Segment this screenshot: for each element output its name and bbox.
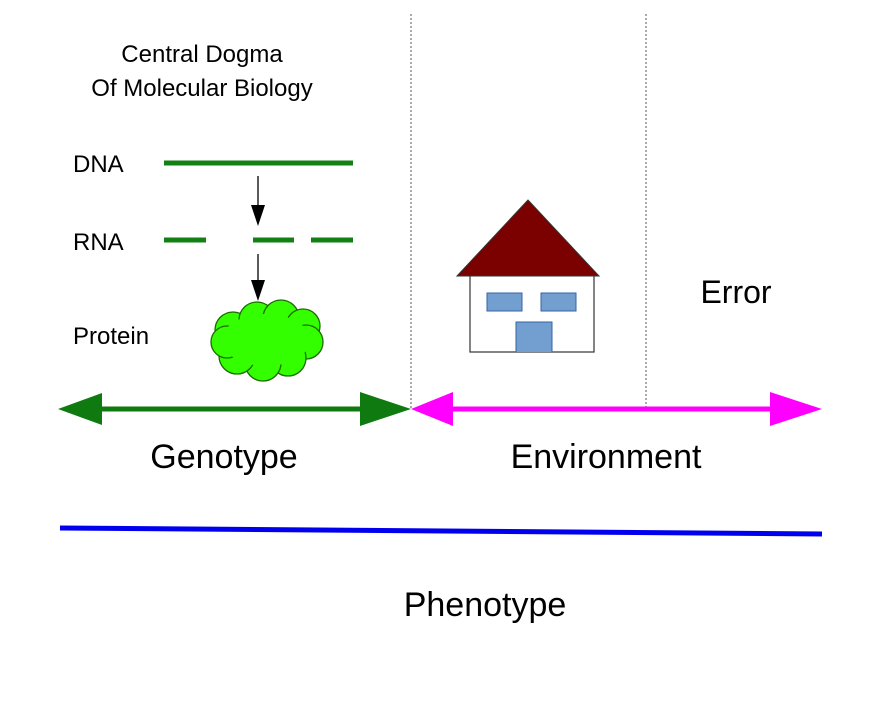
protein-blob-icon (210, 299, 324, 382)
central-dogma-title-line1: Central Dogma (121, 41, 283, 68)
genotype-label: Genotype (150, 438, 297, 476)
house-icon (455, 199, 601, 353)
error-label: Error (700, 274, 771, 310)
dna-label: DNA (73, 151, 124, 178)
environment-arrowhead-left (411, 392, 453, 426)
genotype-double-arrow (58, 392, 411, 426)
rna-label: RNA (73, 229, 124, 256)
protein-label: Protein (73, 323, 149, 350)
environment-double-arrow (411, 392, 822, 426)
environment-arrowhead-right (770, 392, 822, 426)
house-window-left (486, 292, 523, 312)
rna-to-protein-arrowhead (251, 280, 265, 301)
environment-label: Environment (511, 438, 702, 476)
phenotype-line (59, 525, 823, 537)
dna-to-rna-arrowhead (251, 205, 265, 226)
genotype-arrowhead-left (58, 393, 102, 425)
house-roof (455, 199, 601, 277)
house-door (515, 321, 553, 352)
house-window-right (540, 292, 577, 312)
phenotype-label: Phenotype (404, 586, 567, 624)
genotype-arrowhead-right (360, 392, 411, 426)
central-dogma-title-line2: Of Molecular Biology (91, 75, 312, 102)
